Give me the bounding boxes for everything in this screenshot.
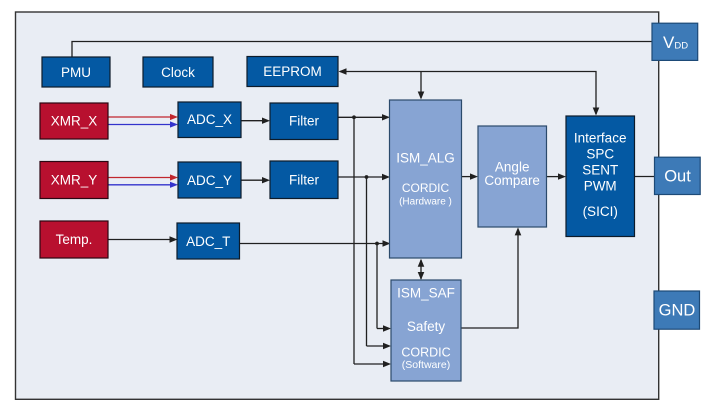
svg-text:Filter: Filter — [289, 172, 320, 187]
svg-text:SPC: SPC — [586, 147, 614, 162]
svg-text:GND: GND — [659, 302, 696, 320]
svg-text:Compare: Compare — [484, 173, 540, 188]
svg-text:SENT: SENT — [582, 163, 618, 178]
svg-text:Out: Out — [664, 168, 691, 186]
svg-text:(Software): (Software) — [402, 359, 450, 371]
svg-text:Angle: Angle — [495, 160, 530, 175]
svg-text:Temp.: Temp. — [56, 232, 93, 247]
svg-text:CORDIC: CORDIC — [402, 181, 450, 195]
svg-text:ADC_Y: ADC_Y — [187, 173, 232, 188]
svg-text:XMR_X: XMR_X — [51, 114, 98, 129]
svg-text:CORDIC: CORDIC — [401, 346, 450, 360]
svg-text:ADC_X: ADC_X — [187, 112, 232, 127]
svg-text:PMU: PMU — [61, 65, 91, 80]
svg-text:Safety: Safety — [407, 319, 446, 334]
svg-text:EEPROM: EEPROM — [263, 64, 322, 79]
svg-text:Clock: Clock — [161, 65, 195, 80]
svg-text:(Hardware ): (Hardware ) — [399, 197, 452, 208]
svg-text:ISM_ALG: ISM_ALG — [396, 150, 455, 165]
svg-text:PWM: PWM — [584, 178, 617, 193]
svg-text:Filter: Filter — [289, 113, 320, 128]
svg-text:Interface: Interface — [574, 131, 627, 146]
svg-text:XMR_Y: XMR_Y — [51, 173, 98, 188]
svg-text:ISM_SAF: ISM_SAF — [397, 285, 455, 300]
svg-text:ADC_T: ADC_T — [186, 234, 230, 249]
svg-text:(SICI): (SICI) — [583, 204, 618, 219]
